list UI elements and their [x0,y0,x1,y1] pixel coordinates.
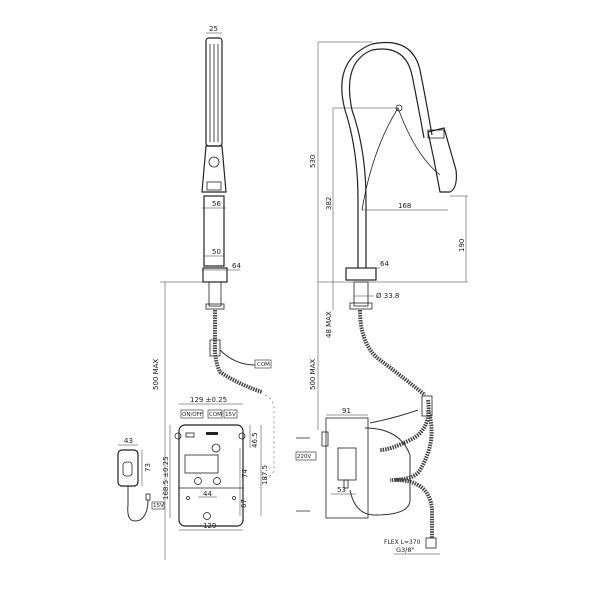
voltage-label: 15V [225,412,236,418]
front-hose [209,310,275,479]
dim-hole-spacing: 44 [203,490,212,498]
dim-hose-length-side: 500 MAX [309,359,317,390]
side-control-unit: 220V 91 53 [295,407,369,519]
dim-shank-diameter: Ø 33.8 [376,292,399,300]
control-box: ON/OFF COM 15V 129 ±0.25 168.5 ±0.25 46.… [162,396,269,531]
dim-head-width: 25 [209,25,218,33]
dim-box-height: 168.5 ±0.25 [162,456,170,500]
dim-unit-width: 91 [342,407,351,415]
dim-base-width: 64 [232,262,241,270]
side-dimensions: 530 382 168 190 64 Ø 33.8 48 MAX 500 MAX… [309,41,468,555]
dim-187-5: 187.5 [261,465,269,485]
side-hoses [349,309,437,549]
power-label: 220V [297,454,311,460]
dim-adapter: 53 [337,486,346,494]
thread-label: G3/8" [396,546,415,554]
dim-reach: 168 [398,202,411,210]
sensor-voltage-label: 15V [153,503,164,509]
dim-67: 67 [240,499,248,508]
on-off-label: ON/OFF [182,412,203,418]
sensor-module: 43 73 15V [117,437,165,522]
com-connector-label: COM [257,362,270,368]
dim-deck-thickness: 48 MAX [325,311,333,338]
dim-spout-height: 190 [458,239,466,252]
dim-74: 74 [241,469,249,478]
front-view-faucet [201,37,228,310]
dim-body-width: 56 [212,200,221,208]
dim-hose-length: 500 MAX [152,359,160,390]
dim-neck-width: 50 [212,248,221,256]
dim-box-width-bottom: 129 [203,522,216,530]
dim-sensor-width: 43 [124,437,133,445]
dim-total-height: 530 [309,155,317,168]
side-view-faucet [341,41,457,310]
dim-sensor-height: 73 [144,463,152,472]
front-dimensions: 25 56 50 64 500 MAX COM [152,25,272,560]
com-label: COM [209,412,222,418]
dim-base-width-side: 64 [380,260,389,268]
dim-box-width-top: 129 ±0.25 [190,396,227,404]
dim-46-5: 46.5 [251,432,259,448]
flex-hose-label: FLEX L=370 [384,539,421,546]
dim-pivot-height: 382 [325,197,333,210]
